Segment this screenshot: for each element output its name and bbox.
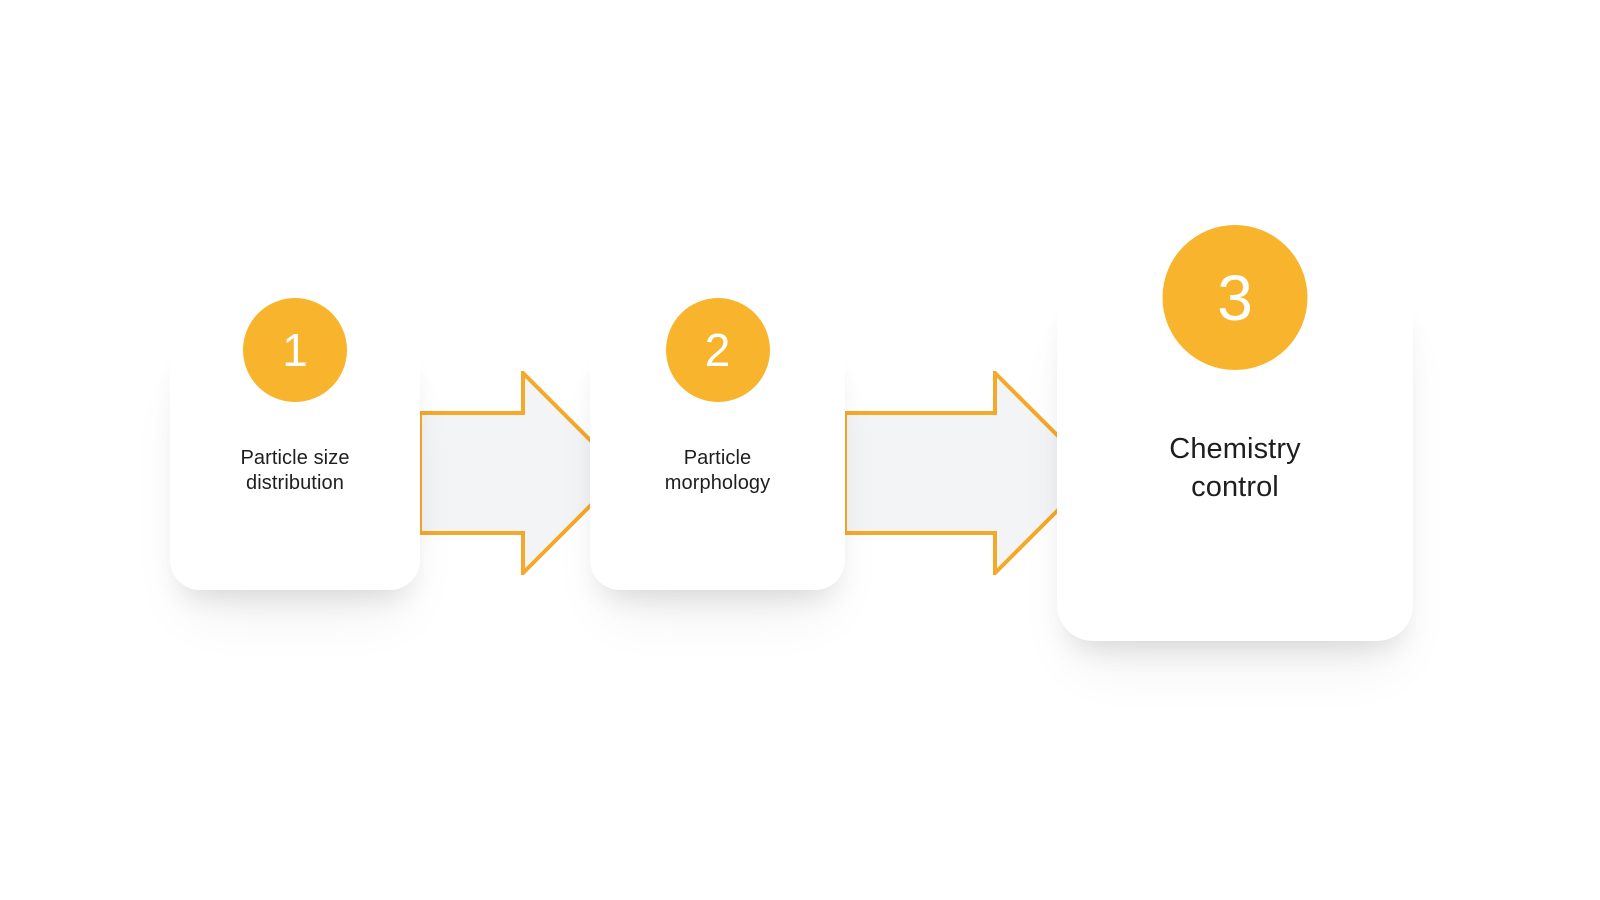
step-1-label: Particle size distribution	[240, 447, 350, 494]
step-1-number-badge: 1	[243, 298, 347, 402]
step-2-label: Particle morphology	[664, 447, 771, 494]
step-1-number: 1	[282, 324, 308, 376]
step-2-number-badge: 2	[665, 298, 770, 402]
flow-arrow-1-icon	[418, 371, 626, 575]
step-card-chemistry-control: 3 Chemistry control	[1057, 225, 1413, 641]
step-3-number: 3	[1217, 261, 1253, 334]
step-card-particle-morphology: 2 Particle morphology	[590, 298, 845, 590]
flow-arrow-2-icon	[843, 371, 1098, 575]
step-3-number-badge: 3	[1162, 225, 1308, 370]
step-3-label: Chemistry control	[1169, 433, 1301, 503]
step-2-number: 2	[704, 324, 731, 376]
step-card-particle-size-distribution: 1 Particle size distribution	[170, 298, 420, 590]
